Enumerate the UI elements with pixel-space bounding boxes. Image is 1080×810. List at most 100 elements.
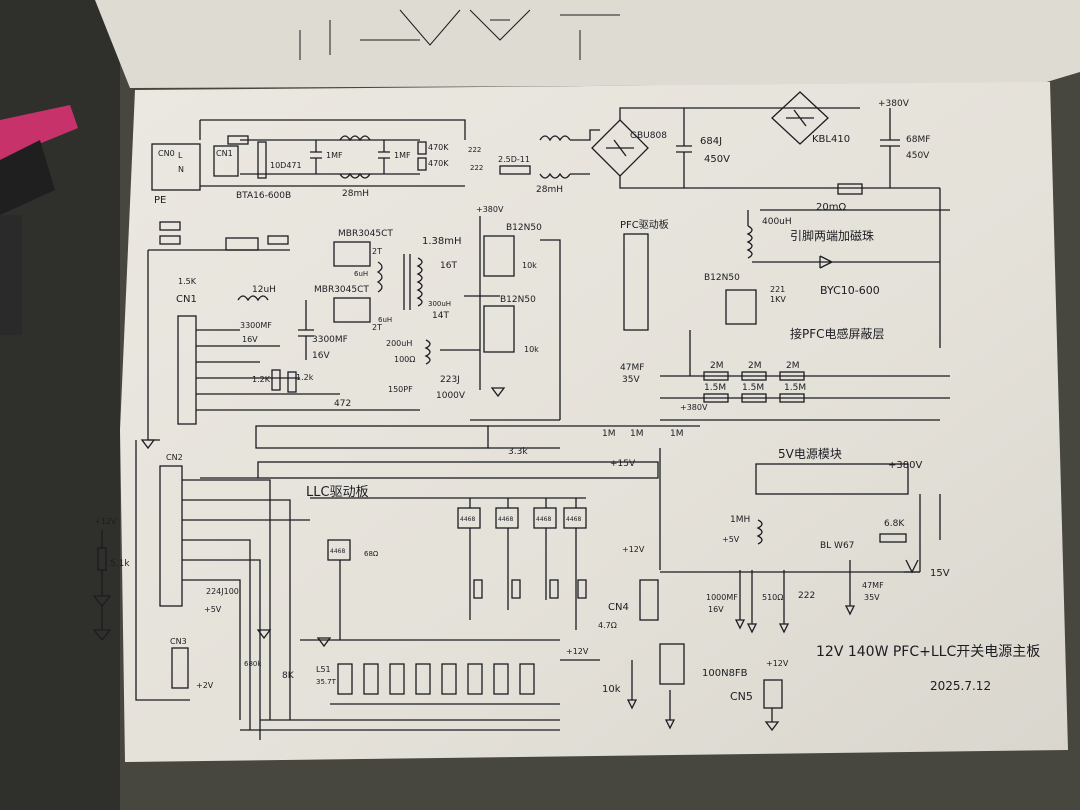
cap-223j-label: 223J — [440, 375, 460, 385]
r-8k-label: 8K — [282, 671, 295, 681]
rail-hv-5v: +380V — [888, 460, 922, 471]
rail-hv-llc: +380V — [476, 205, 504, 214]
ind-12uh-label: 12uH — [252, 285, 276, 295]
svg-text:PE: PE — [154, 195, 166, 206]
cap-222-a-label: 222 — [468, 146, 481, 154]
rail-15v: +15V — [610, 459, 636, 469]
r-10k-b-label: 10k — [524, 345, 539, 354]
varistor-label: 10D471 — [270, 161, 302, 170]
ind-300uh-label: 300uH — [428, 300, 451, 308]
pfc-driver-label: PFC驱动板 — [620, 218, 669, 231]
rail-12v-cn4: +12V — [622, 545, 645, 554]
r-47-label: 4.7Ω — [598, 621, 617, 630]
cap-684j-v-label: 450V — [704, 154, 730, 165]
diode-byc-label: BYC10-600 — [820, 284, 880, 297]
cap-3300a-v-label: 16V — [242, 335, 258, 344]
cap-223j-v-label: 1000V — [436, 391, 466, 401]
top-page-sketch — [299, 9, 620, 60]
choke2-label: 28mH — [536, 185, 563, 195]
rail-5v-cn2: +5V — [204, 605, 222, 614]
cap-222-b-label: 222 — [470, 164, 483, 172]
r-510-label: 510Ω — [762, 593, 783, 602]
r-100-label: 100Ω — [394, 355, 415, 364]
mos-q3-label: B12N50 — [704, 273, 740, 283]
cap-47uf-label: 47MF — [620, 363, 644, 373]
svg-text:N: N — [178, 165, 184, 174]
cap-47uf-b-v-label: 35V — [864, 593, 880, 602]
r-2m-b-label: 2M — [748, 361, 762, 371]
winding-16t: 16T — [440, 261, 457, 271]
cap-221-v-label: 1KV — [770, 295, 786, 304]
cap-x1-label: 1MF — [326, 151, 343, 160]
pen-icon — [0, 105, 78, 335]
r-15m-a-label: 1.5M — [704, 383, 726, 393]
cap-68uf-label: 68MF — [906, 135, 930, 145]
r-1m-a-label: 1M — [602, 429, 616, 439]
ground-markers — [140, 387, 506, 648]
r-12k-label: 1.2K — [252, 375, 271, 384]
r-470k-b-label: 470K — [428, 159, 449, 168]
opto-1-label: 4468 — [460, 516, 475, 523]
ind-l51-label: L51 — [316, 665, 331, 674]
r-1m-c-label: 1M — [670, 429, 684, 439]
cap-224j-label: 224J100 — [206, 587, 239, 596]
board-title: 12V 140W PFC+LLC开关电源主板 — [816, 644, 1040, 660]
ind-400uh-label: 400uH — [762, 217, 792, 227]
ind-6uh-a: 6uH — [354, 270, 368, 278]
winding-14t: 14T — [432, 311, 449, 321]
ind-200uh-label: 200uH — [386, 339, 412, 348]
rail-2v-cn3: +2V — [196, 681, 214, 690]
cap-1000uf-label: 1000MF — [706, 593, 738, 602]
pfc-section: PFC驱动板 400uH 引脚两端加磁珠 221 1KV BYC10-600 B… — [620, 210, 950, 421]
winding-2t-a: 2T — [372, 247, 382, 256]
rail-12v-bottom: +12V — [566, 647, 589, 656]
mos-100n-label: 100N8FB — [702, 668, 748, 679]
cap-150pf-label: 150PF — [388, 385, 413, 394]
rail-hv-pfc: +380V — [680, 403, 708, 412]
ind-138-label: 1.38mH — [422, 236, 462, 247]
cap-1000uf-v-label: 16V — [708, 605, 724, 614]
diode-mbr1-label: MBR3045CT — [338, 229, 393, 239]
r-15k-label: 1.5K — [178, 277, 197, 286]
r-10k-c-label: 10k — [602, 684, 621, 695]
diode-mbr2-label: MBR3045CT — [314, 285, 369, 295]
choke1-label: 28mH — [342, 189, 369, 199]
cap-221-label: 221 — [770, 285, 785, 294]
ntc-label: 2.5D-11 — [498, 155, 530, 164]
r-33k-label: 3.3k — [508, 447, 528, 457]
r-68k-label: 6.8K — [884, 519, 905, 529]
cap-3300a-label: 3300MF — [240, 321, 272, 330]
opto-3-label: 4468 — [536, 516, 551, 523]
5v-module-label: 5V电源模块 — [778, 447, 842, 461]
cn0-label: CN0 — [158, 149, 175, 158]
cn2-label: CN2 — [166, 453, 183, 462]
r-2m-a-label: 2M — [710, 361, 724, 371]
cn1-label: CN1 — [216, 149, 233, 158]
svg-text:L: L — [178, 151, 183, 160]
zener-15v-label: 15V — [930, 568, 950, 579]
cap-222-c-label: 222 — [798, 591, 815, 601]
mos-q1-label: B12N50 — [506, 223, 542, 233]
cap-47uf-v-label: 35V — [622, 375, 640, 385]
ind-6uh-b: 6uH — [378, 316, 392, 324]
r-68r-label: 68Ω — [364, 550, 379, 558]
paper-sheet — [120, 82, 1068, 762]
cn3-label: CN3 — [170, 637, 187, 646]
rail-5v-module: +5V — [722, 535, 740, 544]
r-20m-label: 20mΩ — [816, 202, 846, 213]
llc-power-stage: MBR3045CT 2T MBR3045CT 2T 6uH 6uH 1.38mH… — [176, 205, 561, 425]
bridge1-label: GBU808 — [630, 131, 667, 141]
5v-module-section: 5V电源模块 +380V 1MH +5V 6.8K BL W67 15V 100… — [660, 447, 950, 634]
ind-l51-val: 35.7T — [316, 678, 337, 686]
cap-472-label: 472 — [334, 399, 351, 409]
cap-68uf-v-label: 450V — [906, 151, 930, 161]
r-15m-b-label: 1.5M — [742, 383, 764, 393]
cap-47uf-b-label: 47MF — [862, 581, 884, 590]
rail-12v-led: +12V — [94, 517, 117, 526]
board-date: 2025.7.12 — [930, 679, 991, 693]
r-15m-c-label: 1.5M — [784, 383, 806, 393]
pfc-shield-note: 接PFC电感屏蔽层 — [790, 326, 885, 341]
rectifier-section: GBU808 684J 450V KBL410 +380V 68MF 450V … — [591, 91, 950, 348]
